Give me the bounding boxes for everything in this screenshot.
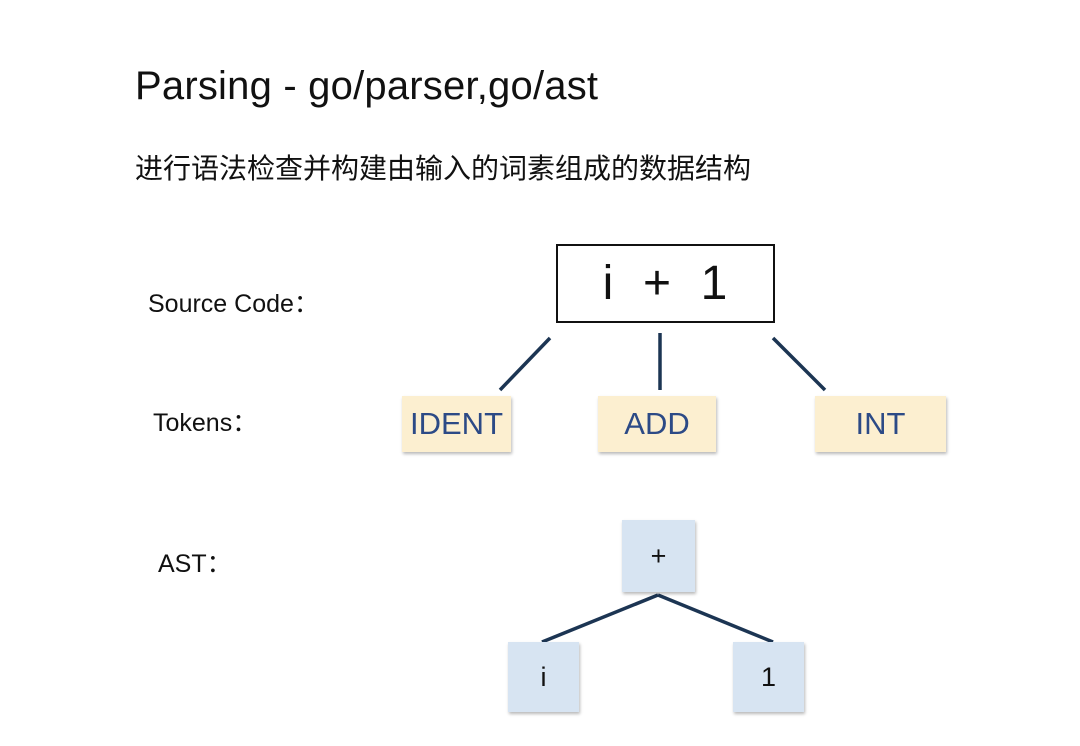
edge-root-left	[541, 593, 659, 644]
token-add: ADD	[598, 396, 716, 452]
label-ast: AST：	[158, 550, 232, 578]
connector-source-int	[771, 336, 827, 392]
ast-node-root: +	[622, 520, 695, 592]
label-source-code: Source Code：	[148, 290, 319, 318]
ast-node-right: 1	[733, 642, 804, 712]
label-tokens: Tokens：	[153, 409, 258, 437]
source-code-box: i + 1	[556, 244, 775, 323]
slide-subtitle: 进行语法检查并构建由输入的词素组成的数据结构	[135, 152, 752, 185]
token-int: INT	[815, 396, 946, 452]
ast-node-left: i	[508, 642, 579, 712]
connector-source-ident	[498, 336, 552, 392]
token-ident: IDENT	[402, 396, 511, 452]
edge-root-right	[657, 593, 774, 644]
slide-title: Parsing - go/parser,go/ast	[135, 64, 599, 108]
